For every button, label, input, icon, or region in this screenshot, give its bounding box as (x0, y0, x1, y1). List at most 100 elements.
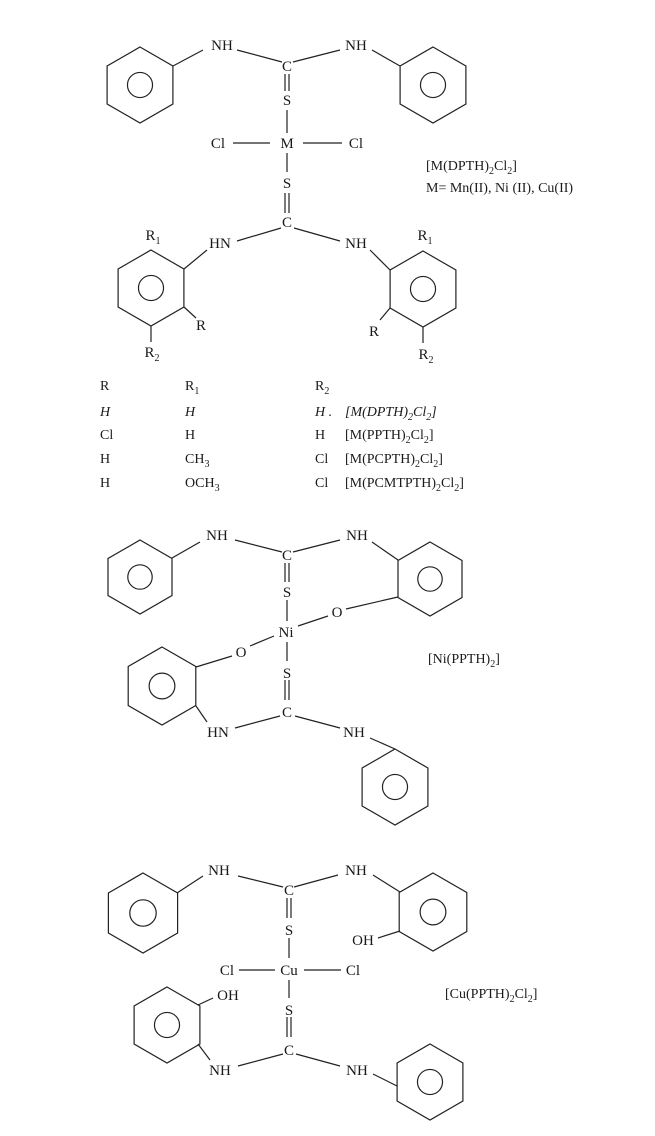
benzene-ring (107, 539, 173, 615)
cell-compound: [M(PCMTPTH)2Cl2] (345, 476, 464, 494)
atom-c: C (282, 548, 292, 564)
atom-nh: NH (211, 38, 233, 54)
atom-nh: NH (206, 528, 228, 544)
benzene-ring (397, 541, 463, 617)
header-r: R (100, 379, 110, 394)
metal-note: M= Mn(II), Ni (II), Cu(II) (426, 181, 573, 196)
atom-s: S (283, 93, 291, 109)
bonds (176, 874, 401, 1087)
aromatic-circle (416, 1068, 444, 1096)
aromatic-circle (127, 564, 153, 590)
atom-cl: Cl (346, 963, 360, 979)
compound-label: [Ni(PPTH)2] (428, 652, 500, 670)
atom-s: S (283, 666, 291, 682)
aromatic-circle (126, 71, 154, 99)
benzene-ring (396, 1043, 464, 1121)
substituent-table: R R1 R2 H H H . [M(DPTH)2Cl2] Cl H H [M(… (99, 379, 464, 494)
benzene-ring (133, 986, 201, 1064)
hexagon (106, 46, 174, 124)
benzene-rings (106, 46, 468, 1121)
cell-r: H (100, 452, 110, 467)
atom-c: C (282, 59, 292, 75)
atom-hn: HN (209, 236, 231, 252)
atom-oh: OH (352, 933, 374, 949)
header-r1: R1 (185, 379, 199, 397)
aromatic-circle (129, 899, 157, 927)
hexagon (127, 646, 197, 726)
atom-s: S (285, 1003, 293, 1019)
cell-r1: CH3 (185, 452, 209, 470)
aromatic-circle (419, 898, 447, 926)
table-row: H H H . [M(DPTH)2Cl2] (99, 405, 437, 423)
atom-s: S (283, 585, 291, 601)
atom-metal: Ni (279, 625, 294, 641)
hexagon (398, 872, 468, 952)
table-row: H CH3 Cl [M(PCPTH)2Cl2] (100, 452, 443, 470)
aromatic-circle (417, 566, 443, 592)
benzene-ring (106, 46, 174, 124)
atom-nh: NH (343, 725, 365, 741)
structure-m-dpth-cl2: NH NH C S M Cl Cl S C HN NH R1 R1 R R R2… (144, 38, 573, 366)
atom-c: C (282, 215, 292, 231)
hexagon (396, 1043, 464, 1121)
atom-cl: Cl (211, 136, 225, 152)
substituent-r: R (196, 318, 206, 334)
atom-hn: HN (207, 725, 229, 741)
aromatic-circle (409, 275, 437, 303)
atom-oh: OH (217, 988, 239, 1004)
aromatic-circle (137, 274, 165, 302)
cell-r2: Cl (315, 452, 328, 467)
cell-r2: H . (314, 405, 332, 420)
cell-r: Cl (100, 428, 113, 443)
bonds (171, 539, 399, 750)
header-r2: R2 (315, 379, 329, 397)
benzene-ring (399, 46, 467, 124)
substituent-r2: R2 (144, 345, 159, 364)
compound-label: [M(DPTH)2Cl2] (426, 159, 517, 177)
atom-o: O (236, 645, 247, 661)
cell-r2: Cl (315, 476, 328, 491)
hexagon (361, 748, 429, 826)
hexagon (397, 541, 463, 617)
atom-c: C (284, 883, 294, 899)
cell-compound: [M(PCPTH)2Cl2] (345, 452, 443, 470)
bonds (150, 49, 424, 343)
aromatic-circle (381, 773, 409, 801)
hexagon (133, 986, 201, 1064)
compound-label: [Cu(PPTH)2Cl2] (445, 987, 537, 1005)
benzene-ring (107, 872, 179, 954)
substituent-r1: R1 (145, 228, 160, 247)
structure-cu-pptth2-cl2: NH NH C S OH Cu Cl Cl OH S C NH NH [Cu(P… (176, 863, 537, 1087)
cell-r1: H (184, 405, 196, 420)
atom-c: C (284, 1043, 294, 1059)
atom-nh: NH (346, 1063, 368, 1079)
aromatic-circle (153, 1011, 181, 1039)
atom-cl: Cl (349, 136, 363, 152)
atom-nh: NH (345, 38, 367, 54)
atom-s: S (283, 176, 291, 192)
benzene-ring (389, 250, 457, 328)
cell-r1: OCH3 (185, 476, 220, 494)
table-row: H OCH3 Cl [M(PCMTPTH)2Cl2] (100, 476, 464, 494)
benzene-ring (361, 748, 429, 826)
cell-r: H (99, 405, 111, 420)
atom-nh: NH (208, 863, 230, 879)
aromatic-circle (419, 71, 447, 99)
atom-c: C (282, 705, 292, 721)
substituent-r1: R1 (417, 228, 432, 247)
cell-r2: H (315, 428, 325, 443)
hexagon (399, 46, 467, 124)
benzene-ring (398, 872, 468, 952)
substituent-r: R (369, 324, 379, 340)
atom-metal: Cu (280, 963, 298, 979)
hexagon (107, 872, 179, 954)
atom-nh: NH (345, 863, 367, 879)
table-row: Cl H H [M(PPTH)2Cl2] (100, 428, 434, 446)
atom-cl: Cl (220, 963, 234, 979)
benzene-ring (117, 249, 185, 327)
structure-ni-ppth2: NH NH C S Ni O O S C HN NH [Ni(PPTH)2] (171, 528, 500, 750)
cell-r: H (100, 476, 110, 491)
atom-s: S (285, 923, 293, 939)
hexagon (107, 539, 173, 615)
